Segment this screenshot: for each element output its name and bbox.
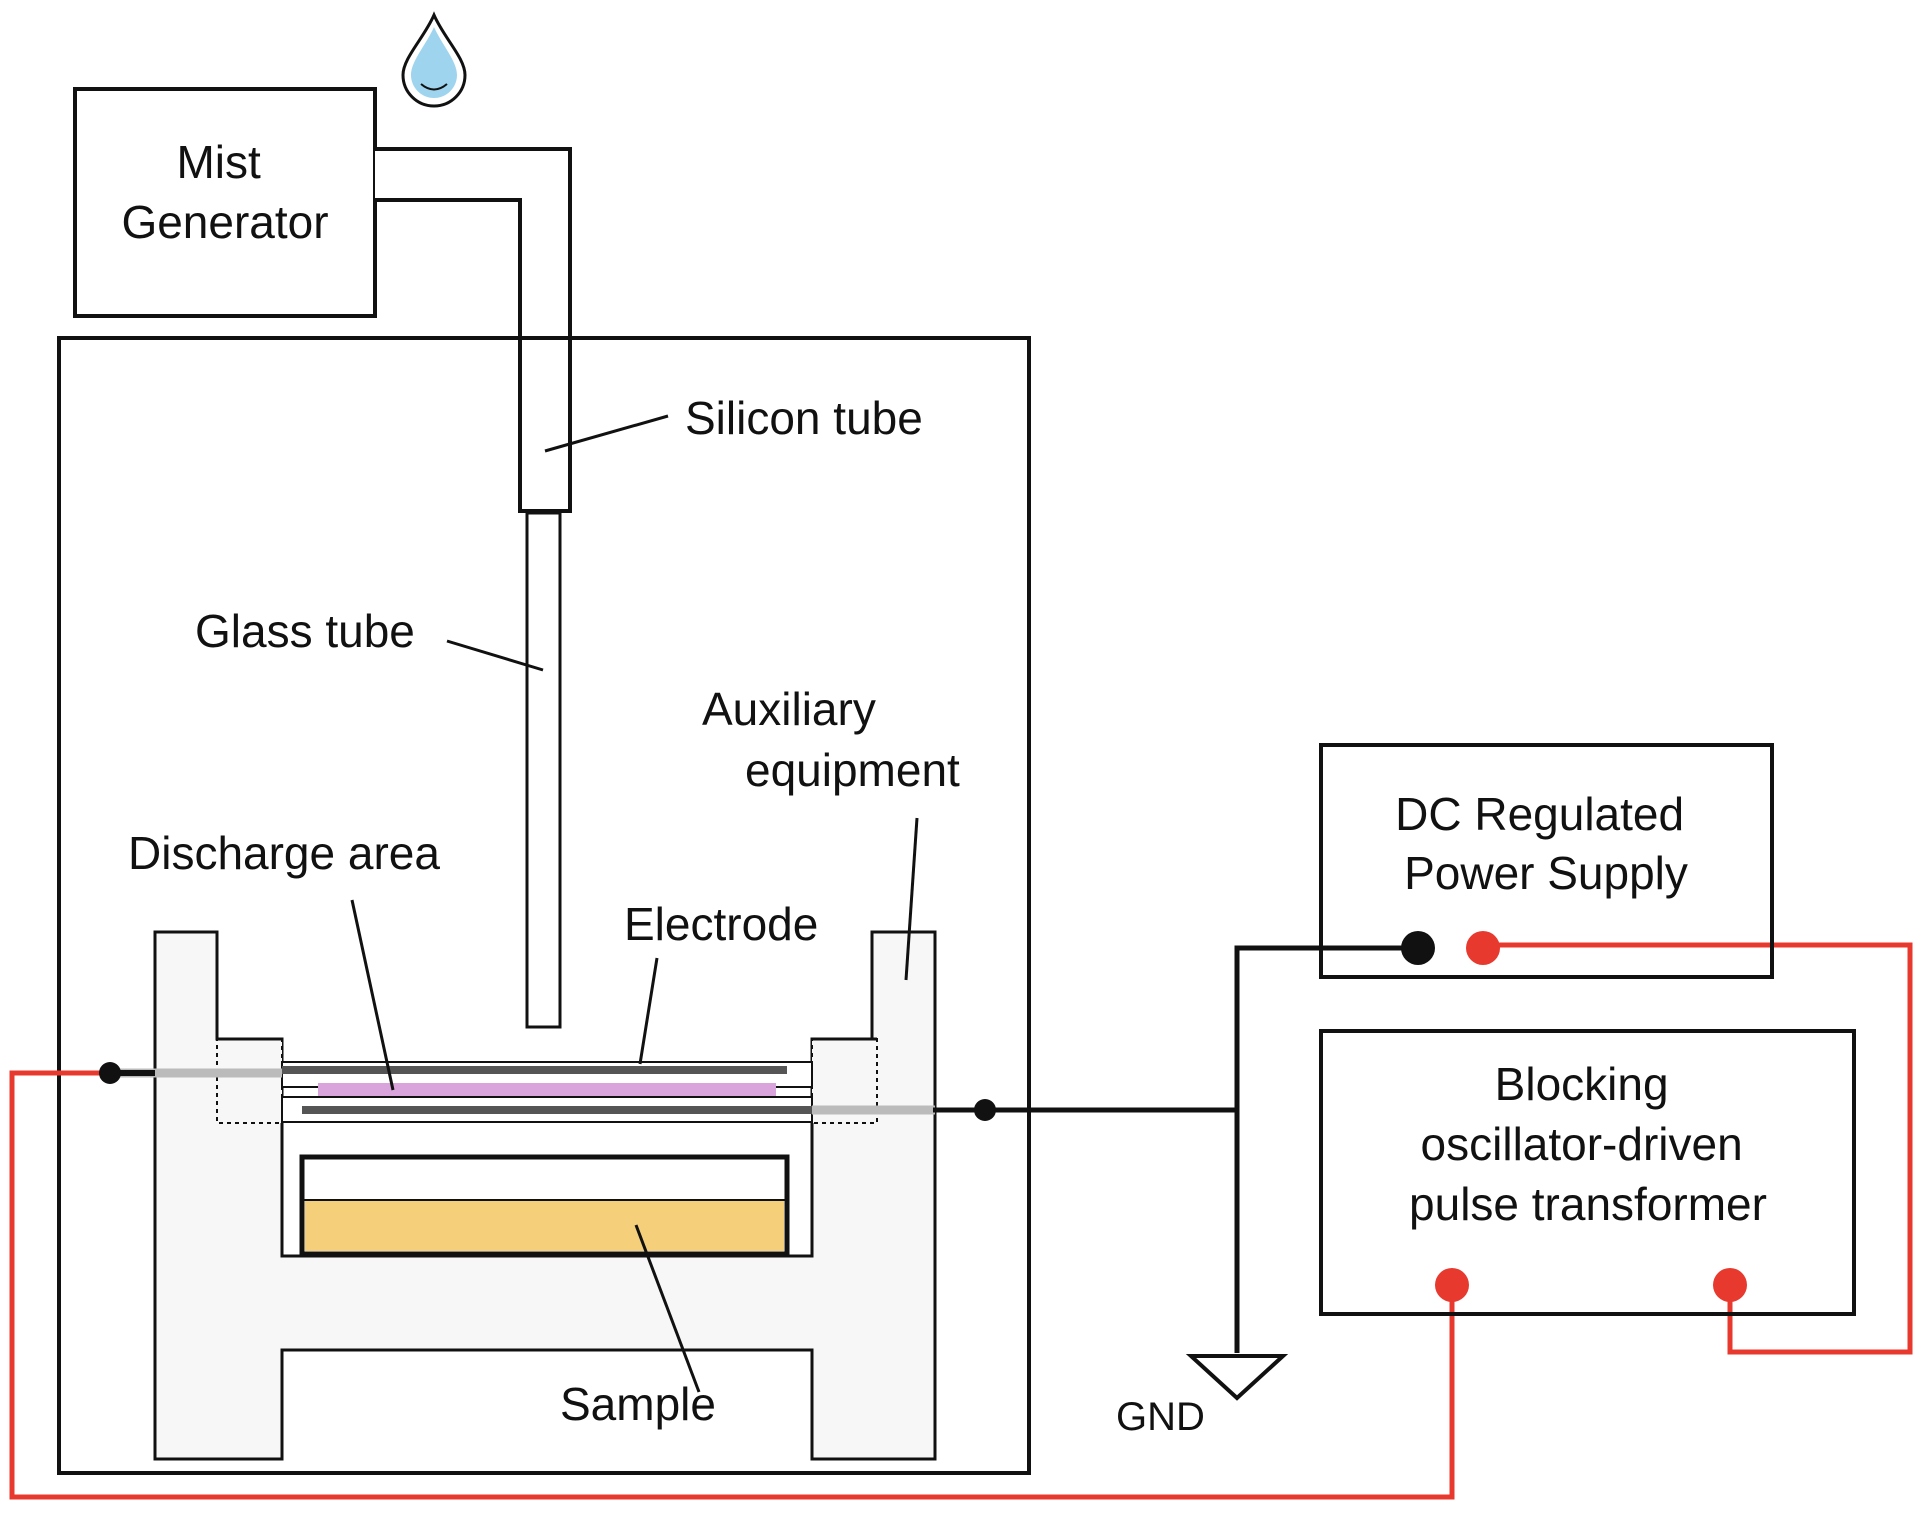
sample-leader bbox=[634, 1224, 701, 1393]
electrode-leader bbox=[638, 957, 659, 1065]
svg-text:Blocking oscillator-driven: Blocking oscillator-driven pulse transfo… bbox=[1409, 1058, 1767, 1230]
silicon-tube-leader bbox=[544, 414, 669, 453]
left-terminal-node bbox=[99, 1062, 121, 1084]
pulse-input-terminal bbox=[1713, 1268, 1747, 1302]
auxiliary-equipment-leader bbox=[904, 817, 919, 981]
svg-text:Mist Generator: Mist Generator bbox=[121, 136, 328, 248]
dc-negative-terminal bbox=[1401, 931, 1435, 965]
discharge-area-leader bbox=[350, 899, 395, 1091]
electrode-label: Electrode bbox=[624, 898, 818, 950]
mist-generator-box bbox=[73, 87, 377, 318]
ground-wire-to-dc bbox=[1234, 945, 1418, 1110]
dc-power-supply-box bbox=[1319, 743, 1774, 979]
discharge-area-region bbox=[318, 1083, 776, 1097]
glass-tube-leader bbox=[446, 639, 544, 672]
water-droplet-icon bbox=[401, 11, 467, 108]
dc-positive-terminal bbox=[1466, 931, 1500, 965]
ground-symbol-icon bbox=[1185, 1354, 1289, 1401]
mist-generator-label-line2: Generator bbox=[121, 196, 328, 248]
gnd-label: GND bbox=[1116, 1395, 1205, 1439]
glass-tube-label: Glass tube bbox=[195, 605, 415, 657]
sample-fill bbox=[305, 1200, 784, 1251]
left-clamp-dotted bbox=[216, 1038, 283, 1124]
discharge-area-label: Discharge area bbox=[128, 827, 440, 879]
glass-tube bbox=[525, 511, 562, 1029]
electrode-assembly bbox=[281, 1061, 813, 1123]
mist-generator-label-line1: Mist bbox=[176, 136, 261, 188]
dc-power-supply-label-line2: Power Supply bbox=[1404, 847, 1688, 899]
hv-wire-left bbox=[9, 1070, 1455, 1500]
dc-power-supply-label-line1: DC Regulated bbox=[1395, 788, 1684, 840]
sample-label: Sample bbox=[560, 1378, 716, 1430]
auxiliary-equipment-label-line2: equipment bbox=[745, 744, 960, 796]
svg-text:DC Regulated Power Supply: DC Regulated Power Supply bbox=[1395, 788, 1697, 899]
silicon-tube bbox=[375, 147, 572, 513]
hv-wire-dc-to-pulse bbox=[1483, 942, 1913, 1355]
silicon-tube-label: Silicon tube bbox=[685, 392, 923, 444]
right-terminal-node bbox=[974, 1099, 996, 1121]
pulse-transformer-label-line2: oscillator-driven bbox=[1421, 1118, 1743, 1170]
svg-text:Auxiliary equipment: Auxiliary equipment bbox=[702, 683, 960, 796]
chamber-enclosure bbox=[57, 336, 1031, 1475]
pulse-transformer-label-line3: pulse transformer bbox=[1409, 1178, 1767, 1230]
pulse-transformer-box bbox=[1319, 1029, 1856, 1316]
pulse-output-terminal bbox=[1435, 1268, 1469, 1302]
auxiliary-equipment-label-line1: Auxiliary bbox=[702, 683, 876, 735]
pulse-transformer-label-line1: Blocking bbox=[1495, 1058, 1669, 1110]
ground-wire bbox=[933, 1107, 1240, 1353]
